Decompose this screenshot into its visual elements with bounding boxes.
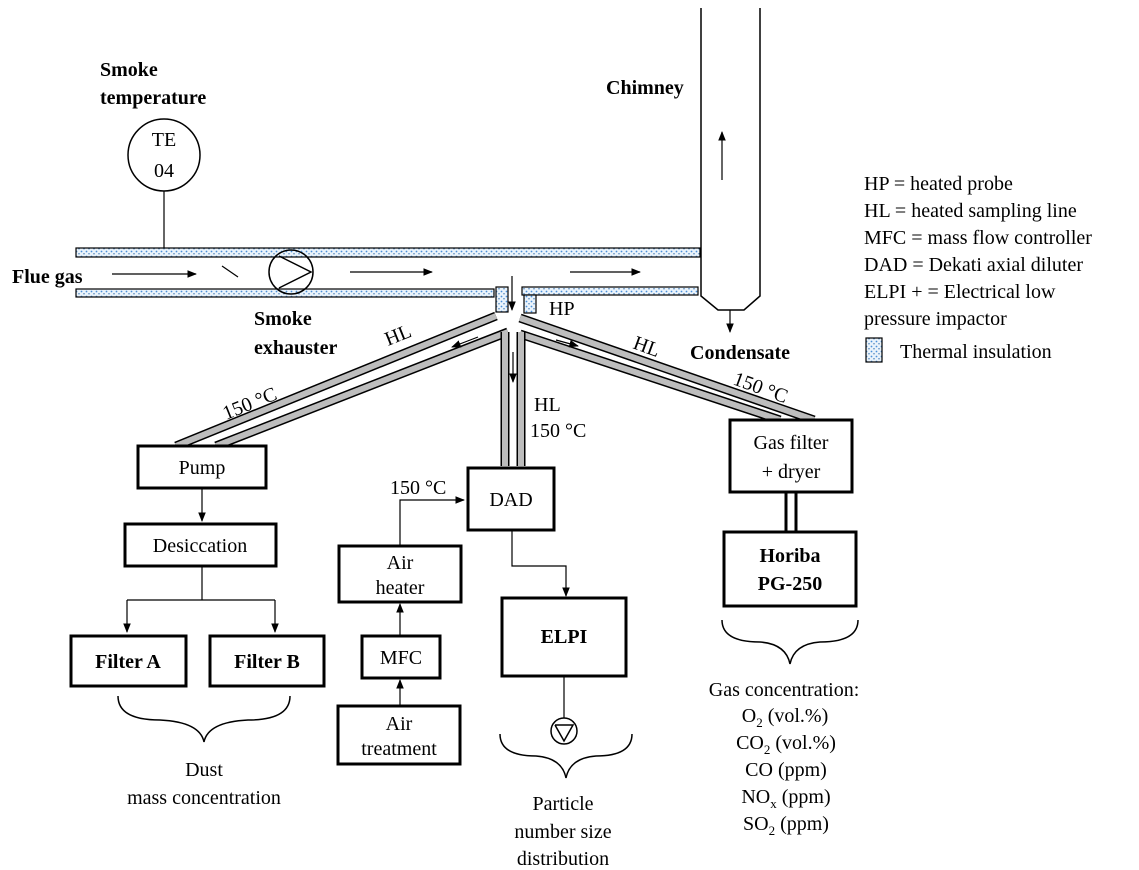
o2-label: O2 (vol.%): [742, 705, 829, 730]
elpi-box: [500, 596, 628, 678]
horiba-label-2: PG-250: [758, 573, 822, 595]
legend-dad: DAD = Dekati axial diluter: [864, 254, 1083, 276]
probe-insulation-right: [523, 294, 537, 314]
legend-elpi-1: ELPI + = Electrical low: [864, 281, 1056, 303]
air-treatment-label-2: treatment: [361, 738, 437, 760]
particle-brace: [499, 733, 633, 779]
filter-a-label: Filter A: [95, 651, 161, 673]
damper-icon: [221, 265, 239, 278]
gas-title: Gas concentration:: [709, 679, 860, 701]
legend-insulation-swatch: [865, 337, 883, 363]
smoke-exhauster-label-2: exhauster: [254, 337, 337, 359]
hl-right-tube2-inner: [519, 331, 781, 423]
dad-box: [466, 466, 556, 532]
legend-insulation: Thermal insulation: [900, 341, 1052, 363]
legend-hp: HP = heated probe: [864, 173, 1013, 195]
particle-label-2: number size: [514, 821, 611, 843]
desiccation-box: [123, 522, 278, 568]
duct-bottom-insulation-right: [521, 286, 699, 296]
hl-left-tube-inner: [174, 313, 498, 449]
dust-brace: [117, 695, 291, 743]
probe-insulation-left: [495, 286, 509, 313]
gas-filter-box: [728, 418, 854, 494]
air-heater-label-1: Air: [387, 552, 414, 574]
co2-label: CO2 (vol.%): [736, 732, 836, 757]
hl-left-tube2-inner: [214, 329, 510, 449]
smoke-temperature-label-2: temperature: [100, 87, 206, 109]
so2-label: SO2 (ppm): [743, 813, 829, 838]
te-label-1: TE: [152, 129, 176, 151]
mfc-box: [360, 634, 442, 680]
dust-label-1: Dust: [185, 759, 223, 781]
mfc-label: MFC: [380, 647, 422, 669]
pump-box: [136, 444, 268, 490]
legend-elpi-2: pressure impactor: [864, 308, 1007, 330]
gas-filter-label-1: Gas filter: [754, 432, 829, 454]
hl-left-label: HL: [382, 320, 415, 350]
air-heater-label-2: heater: [376, 577, 425, 599]
temp-air-label: 150 °C: [390, 477, 446, 499]
horiba-box: [722, 530, 858, 608]
dad-to-elpi-arrow: [511, 530, 570, 597]
chimney-bottom: [700, 292, 761, 311]
condensate-label: Condensate: [690, 342, 790, 364]
chimney-label: Chimney: [606, 77, 684, 99]
air-heater-box: [337, 544, 463, 604]
vacuum-pump-icon: [550, 717, 578, 745]
smoke-temperature-label-1: Smoke: [100, 59, 158, 81]
air-treatment-box: [336, 704, 462, 766]
filter-a-box: [69, 634, 188, 688]
smoke-exhauster-label-1: Smoke: [254, 308, 312, 330]
legend-mfc: MFC = mass flow controller: [864, 227, 1092, 249]
filter-b-box: [208, 634, 326, 688]
vacuum-pump-triangle: [554, 724, 575, 743]
desiccation-label: Desiccation: [153, 535, 247, 557]
co-label: CO (ppm): [745, 759, 827, 781]
te-label-2: 04: [154, 160, 174, 182]
flue-gas-label: Flue gas: [12, 266, 83, 288]
hl-right-tube-inner: [519, 315, 815, 423]
legend-hl: HL = heated sampling line: [864, 200, 1077, 222]
dust-label-2: mass concentration: [127, 787, 281, 809]
hl-right-arrow: [555, 339, 579, 348]
hl-mid-label: HL: [534, 394, 561, 416]
air-treatment-label-1: Air: [386, 713, 413, 735]
hl-left-arrow: [451, 336, 479, 348]
elpi-label: ELPI: [541, 626, 588, 648]
heater-to-dad-arrow: [399, 496, 465, 546]
nox-label: NOx (ppm): [741, 786, 830, 811]
pump-label: Pump: [179, 457, 226, 479]
temp-mid-label: 150 °C: [530, 420, 586, 442]
particle-label-1: Particle: [532, 793, 593, 815]
exhauster-fan-icon: [268, 249, 314, 295]
horiba-label-1: Horiba: [759, 545, 820, 567]
particle-label-3: distribution: [517, 848, 609, 870]
dad-label: DAD: [489, 489, 532, 511]
gas-brace: [721, 619, 859, 665]
filter-b-label: Filter B: [234, 651, 300, 673]
gas-filter-label-2: + dryer: [762, 461, 821, 483]
exhauster-fan-triangle: [278, 255, 313, 289]
hp-label: HP: [549, 298, 575, 320]
duct-top-insulation: [75, 247, 701, 258]
